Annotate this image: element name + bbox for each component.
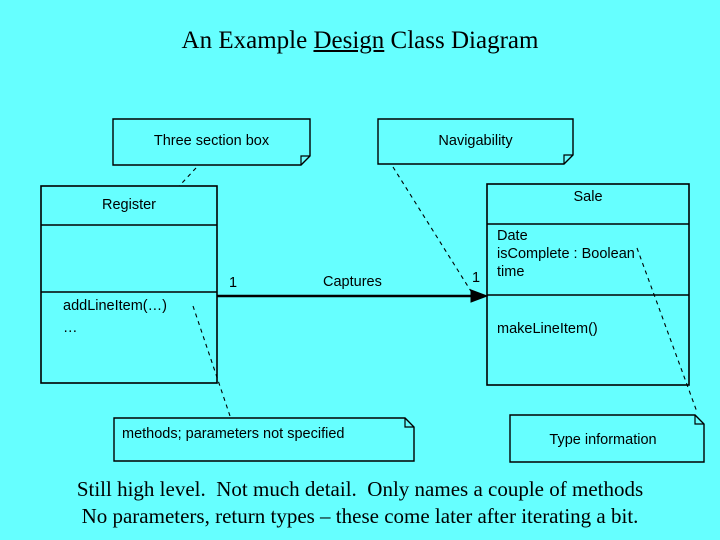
title-suffix: Class Diagram xyxy=(384,27,539,54)
leader-methods-note xyxy=(192,305,231,417)
callout-type-information-corner-fold xyxy=(694,415,704,425)
association-target-multiplicity: 1 xyxy=(472,270,481,286)
page-title: An Example Design Class Diagram xyxy=(0,27,720,55)
callout-type-information-label: Type information xyxy=(549,432,657,448)
class-sale-attribute-1: Date xyxy=(497,228,528,244)
association-source-multiplicity: 1 xyxy=(229,275,238,291)
class-register-operation-2: … xyxy=(63,320,78,336)
callout-three-section-box-shape xyxy=(112,118,311,166)
class-register-operation-1: addLineItem(…) xyxy=(63,298,167,314)
callout-methods-note-shape xyxy=(113,417,415,462)
class-sale-attribute-3: time xyxy=(497,264,525,280)
caption-line-1: Still high level. Not much detail. Only … xyxy=(76,477,644,501)
callout-three-section-box-label: Three section box xyxy=(153,133,270,149)
class-register-name: Register xyxy=(102,197,156,213)
class-sale-attribute-2: isComplete : Boolean xyxy=(497,246,635,262)
class-box-register xyxy=(40,185,218,384)
title-prefix: An Example xyxy=(181,27,314,54)
leader-type-information xyxy=(636,247,698,413)
callout-three-section-box-corner-fold xyxy=(300,155,310,165)
callout-methods-note-label: methods; parameters not specified xyxy=(122,426,345,442)
callout-navigability-corner-fold xyxy=(563,154,573,164)
title-underlined-word: Design xyxy=(313,27,385,54)
association-arrowhead xyxy=(470,289,489,303)
association-label: Captures xyxy=(323,274,382,290)
callout-navigability-label: Navigability xyxy=(438,133,513,149)
leader-navigability xyxy=(392,166,475,297)
class-sale-operation-1: makeLineItem() xyxy=(497,321,598,337)
callout-methods-note-corner-fold xyxy=(404,418,414,428)
callout-navigability-shape xyxy=(377,118,574,165)
class-sale-name: Sale xyxy=(573,189,603,205)
caption-line-2: No parameters, return types – these come… xyxy=(81,504,639,528)
callout-type-information-shape xyxy=(509,414,705,463)
class-box-sale xyxy=(486,183,690,386)
